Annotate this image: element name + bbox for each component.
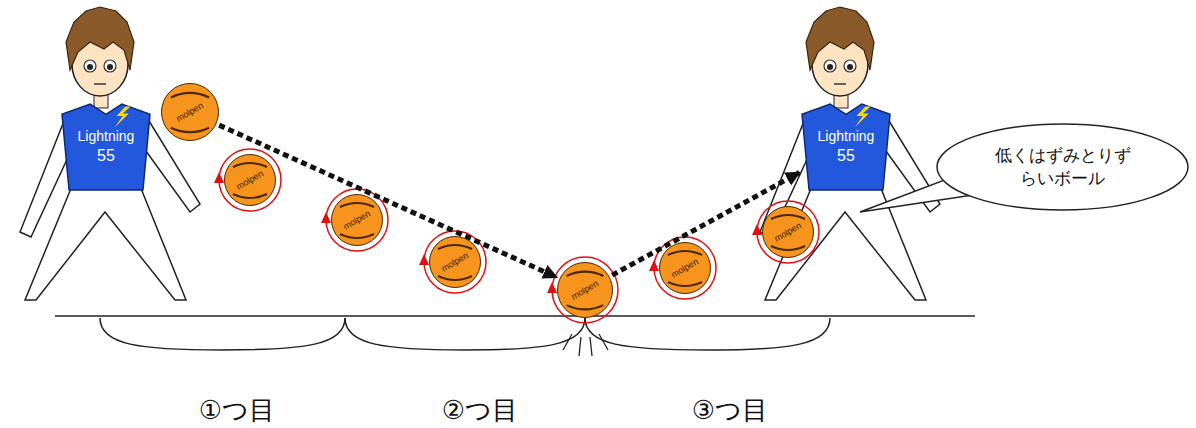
ball-brand: molpen (570, 278, 601, 301)
basketball: molpen (224, 154, 276, 206)
phase-label: ①つ目 (199, 393, 275, 428)
ball-seam (763, 207, 813, 257)
ball-seam (225, 155, 275, 205)
ball-seam (558, 263, 612, 317)
spin-arrowhead (214, 172, 762, 293)
ball-seam (660, 243, 710, 293)
ball-brand: molpen (175, 100, 206, 123)
ball-seam (162, 84, 218, 140)
player-figure (760, 7, 940, 300)
basketball: molpen (762, 206, 814, 258)
phase-label: ②つ目 (442, 393, 518, 428)
jersey-text: 55 (97, 146, 115, 166)
jersey-outline (62, 104, 150, 190)
basketball: molpen (429, 236, 481, 288)
ball-seam (332, 195, 382, 245)
ball-brand: molpen (670, 256, 701, 279)
basketball: molpen (659, 242, 711, 294)
basketball: molpen (331, 194, 383, 246)
player-figure (20, 7, 200, 300)
lightning-bolt (115, 107, 131, 128)
ball-brand: molpen (342, 208, 373, 231)
ball-seam (430, 237, 480, 287)
speech-bubble: 低くはずみとりずらいボール (935, 122, 1190, 212)
bubble-outline (935, 122, 1190, 212)
player-jersey: Lightning55 (802, 104, 890, 190)
pass-path-arrow (612, 173, 799, 276)
phase-label: ③つ目 (692, 393, 768, 428)
ball-brand: molpen (440, 250, 471, 273)
range-bracket (100, 318, 830, 350)
pass-path-arrow (219, 125, 557, 277)
basketball: molpen (557, 262, 613, 318)
jersey-text: Lightning (78, 128, 135, 146)
basketball: molpen (161, 83, 219, 141)
jersey-text: 55 (837, 146, 855, 166)
spin-arrow (219, 149, 819, 323)
ground-line (55, 315, 975, 317)
jersey-text: Lightning (818, 128, 875, 146)
jersey-outline (802, 104, 890, 190)
ball-brand: molpen (773, 220, 804, 243)
lightning-bolt (855, 107, 871, 128)
bubble-text: 低くはずみとりずらいボール (990, 144, 1135, 190)
ball-brand: molpen (235, 168, 266, 191)
player-jersey: Lightning55 (62, 104, 150, 190)
impact-lines (563, 334, 608, 356)
